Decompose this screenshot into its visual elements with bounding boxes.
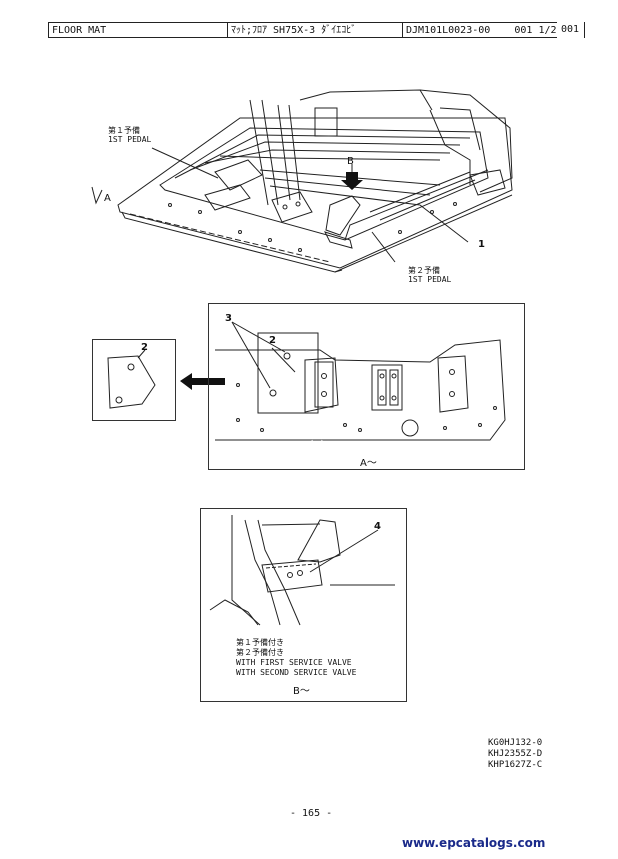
note-en-1: WITH FIRST SERVICE VALVE (236, 658, 352, 667)
detail-part-number-2: 2 (141, 342, 148, 353)
note-jp-1: 第１予備付き (236, 638, 284, 647)
view-a-mark: A (104, 193, 111, 204)
note-en-2: WITH SECOND SERVICE VALVE (236, 668, 357, 677)
model-code: KHP1627Z-C (488, 760, 543, 770)
model-code: KHJ2355Z-D (488, 749, 543, 759)
view-b-caption: B～ (293, 686, 310, 697)
watermark-link[interactable]: www.epcatalogs.com (402, 836, 546, 850)
sheet-number: 001 1/2 (514, 25, 557, 36)
header-jp-name: ﾏｯﾄ;ﾌﾛｱ SH75X-3 ﾀﾞｲｴｺﾋﾞ (227, 22, 402, 38)
view-a-part-number-3: 3 (225, 313, 232, 324)
header-title: FLOOR MAT (48, 22, 227, 38)
detail-box-part-2 (92, 339, 176, 421)
part-number-1: 1 (478, 239, 485, 250)
header-ref: 001 (557, 22, 585, 38)
view-b-mark: B (347, 156, 354, 167)
view-a-caption: A～ (360, 458, 377, 469)
view-a-part-number-2: 2 (269, 335, 276, 346)
note-jp-2: 第２予備付き (236, 648, 284, 657)
model-code: KG0HJ132-0 (488, 738, 543, 748)
page-number: - 165 - (290, 808, 333, 819)
view-b-part-number-4: 4 (374, 521, 381, 532)
view-b-box (200, 508, 407, 702)
label-pedal2-jp: 第２予備 (408, 266, 440, 275)
view-a-box (208, 303, 525, 470)
header-bar: FLOOR MAT ﾏｯﾄ;ﾌﾛｱ SH75X-3 ﾀﾞｲｴｺﾋﾞ DJM101… (48, 22, 585, 38)
model-codes: KG0HJ132-0 KHJ2355Z-D KHP1627Z-C (488, 738, 542, 771)
header-doc-number: DJM101L0023-00 001 1/2 (402, 22, 557, 38)
label-pedal2-en: 1ST PEDAL (408, 275, 452, 284)
label-pedal1-en: 1ST PEDAL (108, 135, 152, 144)
doc-number: DJM101L0023-00 (406, 25, 491, 36)
label-pedal1-jp: 第１予備 (108, 126, 140, 135)
